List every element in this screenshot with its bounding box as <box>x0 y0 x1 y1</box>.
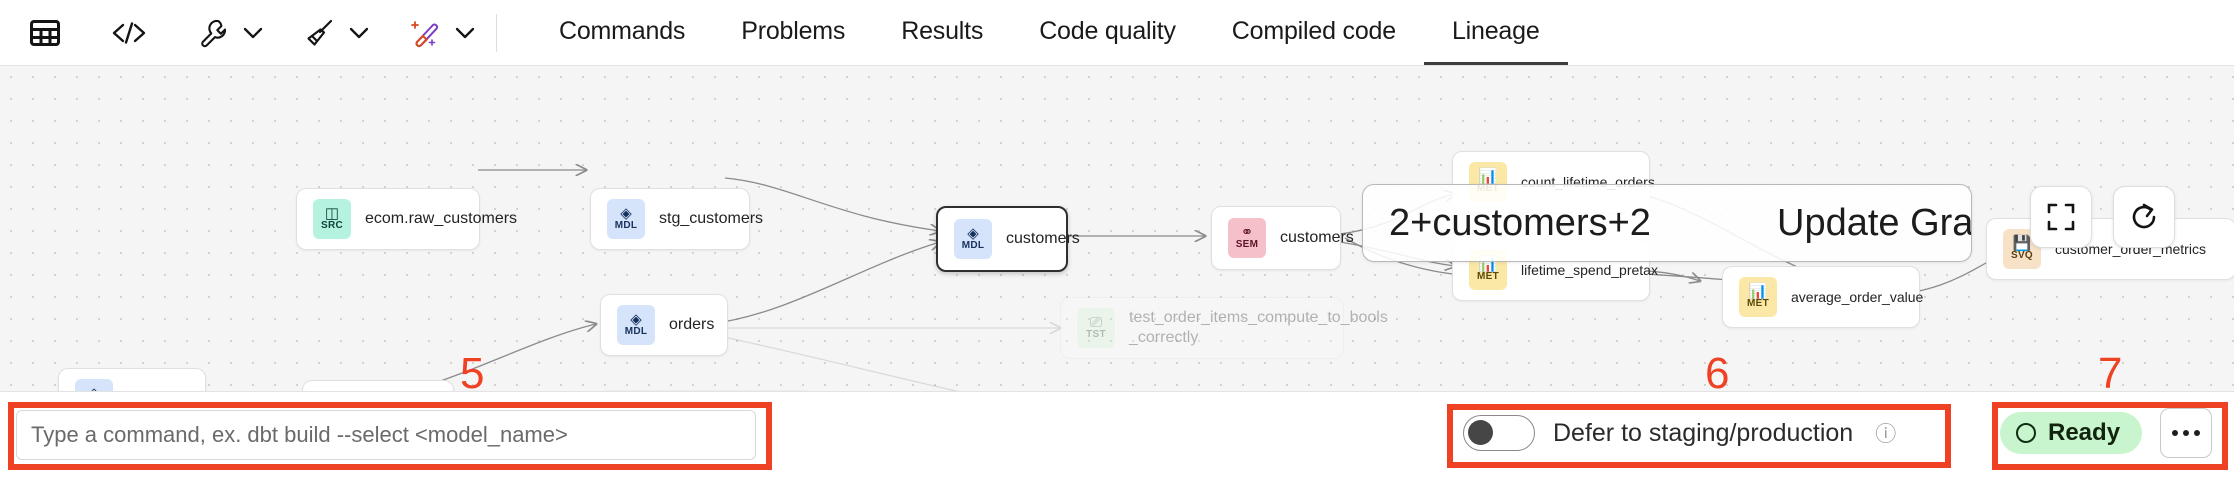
node-ecom-raw-customers[interactable]: ◫ SRC ecom.raw_customers <box>296 188 517 250</box>
tab-lineage[interactable]: Lineage <box>1423 0 1568 65</box>
chevron-down-icon-broom[interactable] <box>346 10 372 56</box>
badge-tst: ⎚ TST <box>1077 308 1115 348</box>
chevron-down-icon-wrench[interactable] <box>240 10 266 56</box>
dot-icon <box>2172 430 2178 436</box>
code-icon[interactable] <box>106 10 152 56</box>
cube-icon: ◈ <box>630 310 642 328</box>
status-badge-label: Ready <box>2048 419 2121 446</box>
command-input[interactable] <box>16 410 756 460</box>
node-label: lifetime_spend_pretax <box>1521 262 1658 278</box>
defer-label: Defer to staging/production <box>1553 418 1854 447</box>
graph-selector-overlay: Update Graph <box>1362 184 1972 262</box>
badge-sem: ⚭ SEM <box>1228 218 1266 258</box>
badge-svq-label: SVQ <box>2010 249 2034 261</box>
graph-selector-input[interactable] <box>1363 185 1743 261</box>
database-icon: ◫ <box>324 204 340 222</box>
node-label: stg_customers <box>659 210 764 227</box>
node-order-items[interactable]: ◈ MDL order_items <box>302 380 454 391</box>
node-label: test_order_items_compute_to_bools _corre… <box>1129 309 1388 346</box>
dot-icon <box>2183 430 2189 436</box>
badge-tst-label: TST <box>1086 328 1106 340</box>
more-options-button[interactable] <box>2160 408 2212 458</box>
help-circle-icon[interactable]: ⓘ <box>1875 423 1897 446</box>
node-customers-model[interactable]: ◈ MDL customers <box>936 206 1080 272</box>
chevron-down-icon-magic[interactable] <box>452 10 478 56</box>
fullscreen-button[interactable] <box>2030 186 2092 248</box>
cube-icon: ◈ <box>88 386 100 392</box>
node-stg-orders[interactable]: ◈ MDL stg_orders <box>58 368 206 391</box>
badge-mdl-label: MDL <box>624 325 648 337</box>
badge-mdl: ◈ MDL <box>75 379 113 391</box>
badge-sem-label: SEM <box>1235 238 1259 250</box>
semantic-graph-icon: ⚭ <box>1240 223 1254 241</box>
dot-icon <box>2194 430 2200 436</box>
badge-mdl: ◈ MDL <box>954 219 992 259</box>
node-customers-semantic[interactable]: ⚭ SEM customers <box>1211 206 1354 270</box>
node-orders[interactable]: ◈ MDL orders <box>600 294 728 356</box>
badge-src-label: SRC <box>320 219 343 231</box>
node-label: orders <box>669 316 715 333</box>
node-label: customers <box>1006 230 1080 247</box>
tab-results[interactable]: Results <box>901 16 984 45</box>
bar-chart-icon: 📊 <box>1478 167 1498 185</box>
magic-wand-icon[interactable] <box>402 10 448 56</box>
tab-commands[interactable]: Commands <box>559 16 686 45</box>
node-customer-order-metrics[interactable]: 💾 SVQ customer_order_metrics <box>1986 218 2234 280</box>
node-label: stg_orders <box>127 389 203 391</box>
cube-icon: ◈ <box>620 204 632 222</box>
node-test-order-items[interactable]: ⎚ TST test_order_items_compute_to_bools … <box>1060 297 1388 359</box>
badge-met-label: MET <box>1746 297 1769 309</box>
top-toolbar: Commands Problems Results Code quality C… <box>0 0 2234 66</box>
badge-mdl-label: MDL <box>614 219 638 231</box>
lineage-graph-canvas[interactable]: ◫ SRC ecom.raw_customers ◈ MDL stg_custo… <box>0 66 2234 391</box>
toggle-knob <box>1468 420 1493 445</box>
node-label: average_order_value <box>1791 289 1924 305</box>
node-average-order-value[interactable]: 📊 MET average_order_value <box>1722 266 1924 328</box>
table-icon[interactable] <box>22 10 68 56</box>
node-label: customers <box>1280 229 1354 246</box>
bar-chart-icon: 📊 <box>1748 282 1768 300</box>
refresh-button[interactable] <box>2113 186 2175 248</box>
save-icon: 💾 <box>2012 234 2032 252</box>
node-label: ecom.raw_customers <box>365 210 518 227</box>
badge-mdl: ◈ MDL <box>617 305 655 345</box>
badge-src: ◫ SRC <box>313 199 351 239</box>
wrench-icon[interactable] <box>190 10 236 56</box>
badge-met: 📊 MET <box>1739 277 1777 317</box>
defer-toggle[interactable] <box>1463 415 1535 451</box>
tab-compiled-code[interactable]: Compiled code <box>1231 16 1396 45</box>
tab-problems[interactable]: Problems <box>741 16 846 45</box>
tab-bar: Commands Problems Results Code quality C… <box>531 0 1568 65</box>
refresh-icon <box>2132 203 2156 229</box>
toolbar-divider <box>496 13 497 52</box>
broom-icon[interactable] <box>296 10 342 56</box>
toolbar-icon-group <box>0 0 511 65</box>
badge-mdl-label: MDL <box>961 239 985 251</box>
defer-control: Defer to staging/production ⓘ <box>1463 415 1896 451</box>
status-ready-badge[interactable]: Ready <box>2000 412 2143 454</box>
fullscreen-icon <box>2047 203 2075 231</box>
node-stg-customers[interactable]: ◈ MDL stg_customers <box>590 188 763 250</box>
badge-mdl: ◈ MDL <box>607 199 645 239</box>
status-circle-icon <box>2016 423 2036 443</box>
badge-met-label: MET <box>1476 270 1499 282</box>
tab-code-quality[interactable]: Code quality <box>1039 16 1176 45</box>
update-graph-button[interactable]: Update Graph <box>1777 201 1972 244</box>
clipboard-check-icon: ⎚ <box>1089 313 1102 331</box>
cube-icon: ◈ <box>967 224 979 242</box>
